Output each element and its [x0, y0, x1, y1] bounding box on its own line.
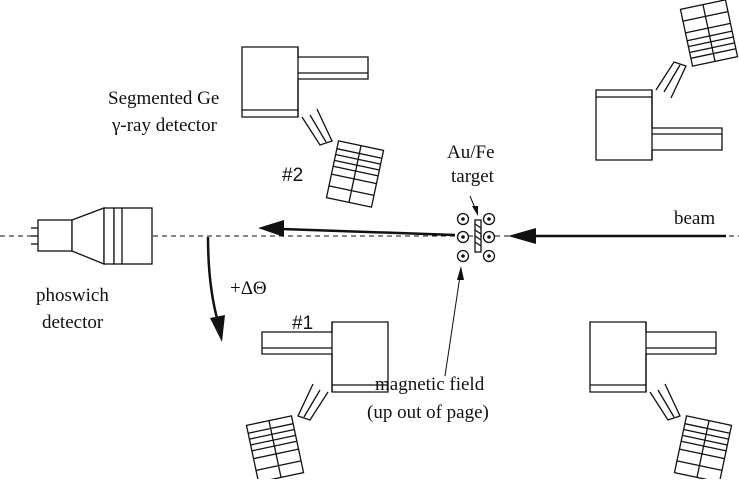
- ge-detector-bottom-right: [589, 321, 733, 483]
- ge-detector-top-right: [595, 0, 739, 161]
- target-assembly: [456, 212, 496, 263]
- beam-arrow: [508, 228, 726, 244]
- beam-label: beam: [674, 208, 715, 229]
- field-label-line1: magnetic field: [375, 374, 485, 395]
- field-label-line2: (up out of page): [367, 402, 489, 423]
- phoswich-detector: [31, 207, 153, 265]
- detector-2-label: #2: [282, 165, 303, 186]
- ge-detector-1: [245, 321, 389, 483]
- phoswich-label-line2: detector: [42, 312, 104, 333]
- field-pointer: [444, 266, 464, 377]
- target-pointer: [469, 195, 478, 216]
- ge-detector-label-line1: Segmented Ge: [108, 88, 219, 109]
- delta-theta-label: +ΔΘ: [230, 278, 267, 299]
- detector-1-label: #1: [292, 313, 313, 334]
- phoswich-label-line1: phoswich: [36, 285, 109, 306]
- target-label-line2: target: [451, 166, 495, 187]
- delta-theta-arrow: [206, 236, 225, 342]
- ge-detector-label-line2: γ-ray detector: [111, 115, 218, 136]
- scattered-particle-arrow: [258, 220, 456, 237]
- target-label-line1: Au/Fe: [447, 142, 495, 163]
- ge-detector-2: [241, 46, 385, 208]
